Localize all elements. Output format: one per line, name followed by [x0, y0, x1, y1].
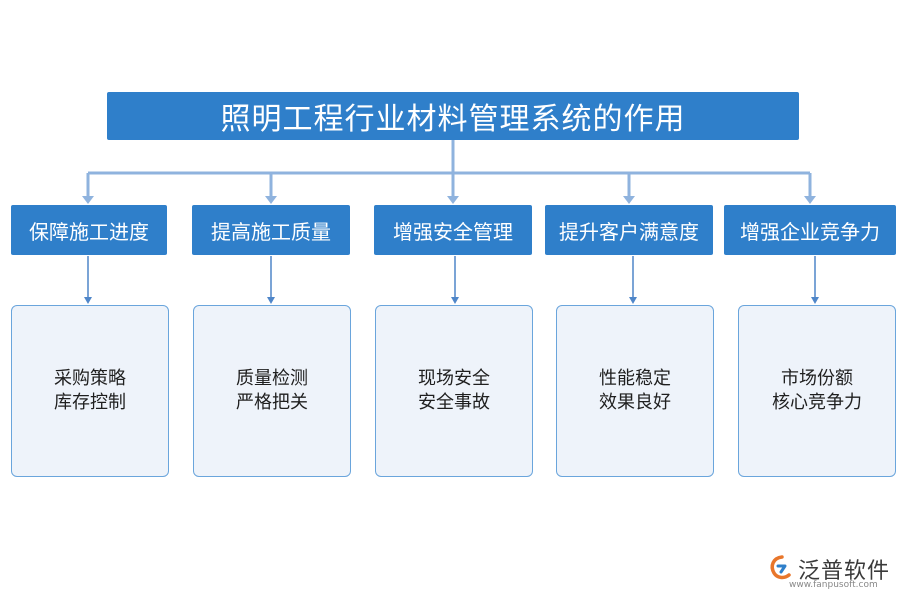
- detail-item: 现场安全: [418, 368, 490, 389]
- detail-card-safety: 现场安全 安全事故: [375, 305, 533, 477]
- detail-item: 严格把关: [236, 392, 308, 413]
- brand-url: www.fanpusoft.com: [789, 580, 878, 590]
- detail-card-satisfaction: 性能稳定 效果良好: [556, 305, 714, 477]
- detail-card-quality: 质量检测 严格把关: [193, 305, 351, 477]
- category-satisfaction: 提升客户满意度: [545, 205, 713, 255]
- detail-card-schedule: 采购策略 库存控制: [11, 305, 169, 477]
- detail-item: 核心竞争力: [772, 392, 862, 413]
- detail-item: 采购策略: [54, 368, 126, 389]
- detail-card-competitiveness: 市场份额 核心竞争力: [738, 305, 896, 477]
- brand-logo: 泛普软件 www.fanpusoft.com: [765, 550, 895, 595]
- detail-item: 安全事故: [418, 392, 490, 413]
- detail-item: 市场份额: [781, 368, 853, 389]
- category-quality: 提高施工质量: [192, 205, 350, 255]
- category-competitiveness: 增强企业竞争力: [724, 205, 896, 255]
- detail-item: 质量检测: [236, 368, 308, 389]
- category-schedule: 保障施工进度: [11, 205, 167, 255]
- brand-name: 泛普软件: [798, 559, 891, 584]
- detail-item: 库存控制: [54, 392, 126, 413]
- brand-mark-icon: [770, 555, 791, 580]
- category-safety: 增强安全管理: [374, 205, 532, 255]
- detail-item: 性能稳定: [599, 368, 671, 389]
- diagram-title: 照明工程行业材料管理系统的作用: [107, 92, 799, 140]
- detail-item: 效果良好: [599, 392, 671, 413]
